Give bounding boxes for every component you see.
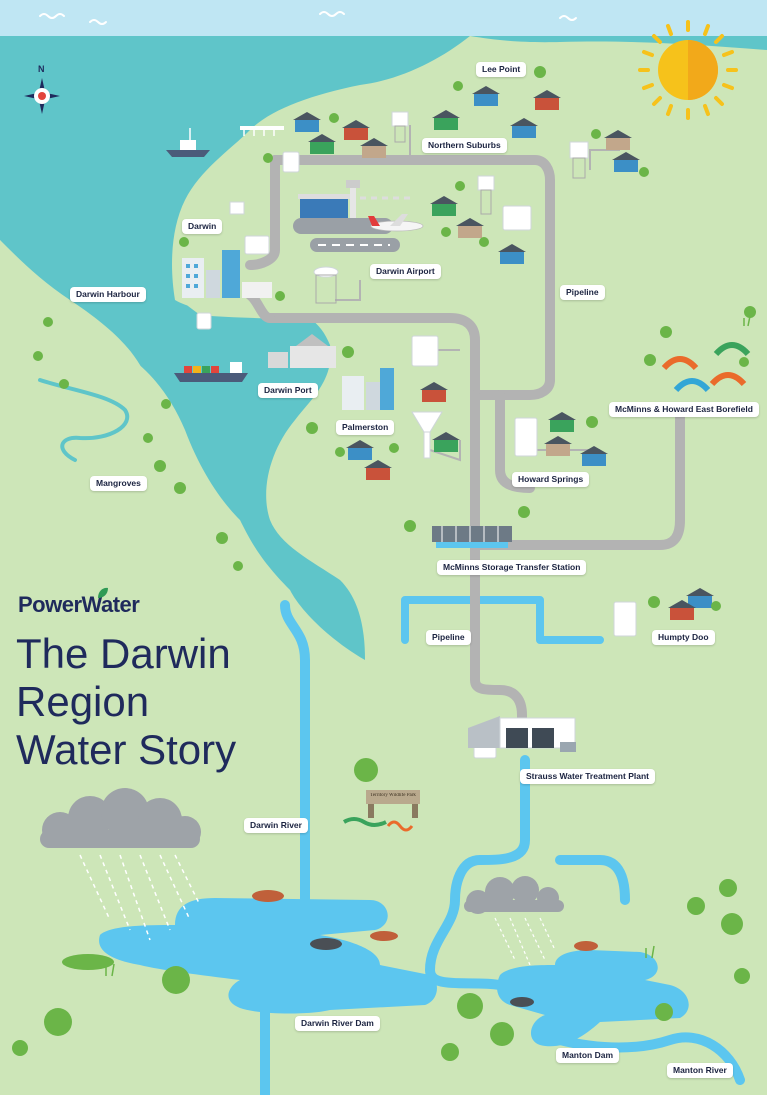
rocks (62, 890, 598, 1007)
label-darwin-airport: Darwin Airport (370, 264, 441, 280)
brand-logo-text: PowerWater (18, 592, 140, 617)
sea-north (470, 36, 767, 50)
label-darwin-river-dam: Darwin River Dam (295, 1016, 380, 1032)
label-darwin-harbour: Darwin Harbour (70, 287, 146, 303)
manton-dam-water (497, 950, 689, 1047)
label-darwin: Darwin (182, 219, 223, 235)
jetty (240, 126, 284, 136)
wildlife-park-sign: Territory Wildlife Park (370, 793, 416, 798)
sun (638, 20, 738, 120)
cloud-east (464, 876, 564, 966)
sky-waves (39, 11, 577, 25)
label-manton-dam: Manton Dam (556, 1048, 619, 1064)
label-darwin-river: Darwin River (244, 818, 308, 834)
compass-icon (24, 78, 60, 114)
label-strauss: Strauss Water Treatment Plant (520, 769, 655, 785)
compass-north-label: N (38, 64, 45, 74)
label-mangroves: Mangroves (90, 476, 147, 492)
treatment-plant (468, 716, 576, 752)
trees (12, 66, 756, 1061)
airport-runway (293, 180, 410, 252)
river-loop (555, 855, 630, 905)
pipeline-network (245, 155, 685, 745)
label-darwin-port: Darwin Port (258, 383, 318, 399)
manton-river-east (555, 1032, 745, 1085)
boat (166, 128, 210, 157)
darwin-city (182, 250, 272, 298)
borefield-pumps (661, 342, 751, 393)
label-howard-springs: Howard Springs (512, 472, 590, 488)
water-tanks (196, 151, 637, 759)
manton-river (425, 755, 530, 990)
label-humpty-doo: Humpty Doo (652, 630, 715, 646)
title-line-3: Water Story (16, 726, 237, 773)
port-buildings (268, 334, 336, 368)
cloud-west (40, 788, 201, 941)
leaf-icon (98, 587, 108, 598)
label-manton-river: Manton River (667, 1063, 733, 1079)
label-pipeline-south: Pipeline (426, 630, 471, 646)
darwin-river-dam (99, 898, 437, 1014)
water-towers (229, 111, 589, 459)
wildlife-park (342, 790, 420, 832)
aeroplane (368, 214, 424, 232)
label-lee-point: Lee Point (476, 62, 527, 78)
sea (0, 36, 470, 660)
label-mcminns-borefield: McMinns & Howard East Borefield (609, 402, 759, 418)
label-palmerston: Palmerston (336, 420, 395, 436)
page-title: The Darwin Region Water Story (16, 630, 316, 774)
mangrove-coast (0, 240, 257, 620)
label-pipeline-north: Pipeline (560, 285, 605, 301)
sky (0, 0, 767, 40)
label-mcminns-transfer: McMinns Storage Transfer Station (437, 560, 587, 576)
houses (293, 86, 714, 620)
cargo-ship (174, 362, 248, 382)
mangrove-creek (38, 378, 130, 462)
humpty-doo-creek (401, 596, 604, 644)
grass (105, 315, 751, 977)
label-northern-suburbs: Northern Suburbs (422, 138, 507, 154)
title-line-1: The Darwin (16, 630, 231, 677)
palmerston-city (342, 368, 394, 410)
transfer-station (432, 526, 512, 548)
title-line-2: Region (16, 678, 150, 725)
